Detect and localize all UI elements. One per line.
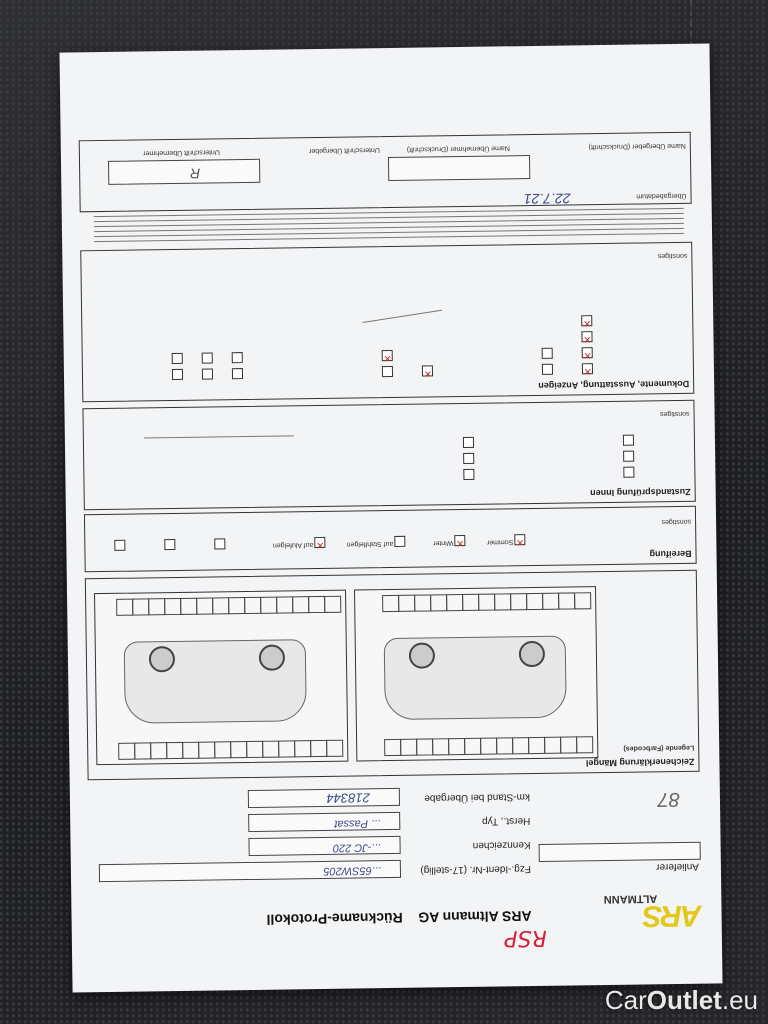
wheel-icon (518, 640, 546, 668)
anlieferer-label: Anlieferer (656, 860, 699, 873)
pen-stroke (362, 309, 442, 323)
kennzeichen-value: ...-JC 220 (332, 841, 381, 854)
tire-checkbox-sommer[interactable] (514, 534, 526, 546)
interior-section: Zustandsprüfung Innen sonstiges (82, 399, 696, 511)
car-sketch-left (383, 635, 567, 721)
interior-checkbox[interactable] (462, 436, 475, 448)
paper-sheet: ARS ALTMANN ARS Altmann AG Rückname-Prot… (59, 43, 723, 993)
signature-label-1: Name Übergeber (Druckschrift) (588, 141, 686, 151)
tire-checkbox-alu-2[interactable] (114, 539, 126, 551)
damage-cells-top-left[interactable] (384, 736, 594, 757)
return-protocol-form: ARS ALTMANN ARS Altmann AG Rückname-Prot… (78, 131, 702, 950)
tire-option-stahl: auf Stahlfelgen (346, 539, 394, 548)
doc-checkbox[interactable] (231, 352, 243, 364)
doc-checkbox[interactable] (201, 368, 214, 380)
legend-box: Legende (Farbcodes) (614, 744, 694, 752)
km-field[interactable] (247, 787, 401, 809)
doc-checkbox[interactable] (201, 352, 213, 364)
doc-checkbox[interactable] (581, 315, 593, 327)
damage-section: Zeichenerklärung Mängel Legende (Farbcod… (84, 569, 700, 781)
watermark-brand-a: Car (604, 985, 647, 1015)
watermark-brand-c: .eu (721, 985, 758, 1015)
doc-checkbox[interactable] (581, 347, 593, 359)
interior-section-title: Zustandsprüfung Innen (590, 486, 691, 499)
company-title: ARS Altmann AG (418, 908, 532, 926)
doc-checkbox[interactable] (581, 363, 594, 375)
interior-checkbox[interactable] (623, 466, 635, 478)
signature-date-label: Übergabedatum (636, 191, 687, 200)
tire-checkbox-winter-2[interactable] (164, 539, 176, 551)
km-label: km-Stand bei Übergabe (424, 791, 530, 804)
tire-option-winter: Winter (433, 539, 454, 547)
doc-checkbox[interactable] (171, 352, 183, 365)
caroutlet-watermark: CarOutlet.eu (605, 985, 758, 1016)
damage-cells-bottom-left[interactable] (382, 592, 592, 613)
signature-label-4: Unterschrift Übernehmer (143, 148, 220, 157)
tire-checkbox-alu[interactable] (314, 536, 326, 549)
car-diagram-left (353, 586, 599, 762)
wheel-icon (258, 644, 286, 671)
legend-title: Legende (Farbcodes) (623, 743, 695, 752)
wheel-icon (148, 646, 176, 673)
interior-other-label: sonstiges (659, 409, 690, 418)
damage-section-title: Zeichenerklärung Mängel (585, 756, 695, 769)
tire-checkbox-sommer-2[interactable] (214, 538, 226, 550)
tire-checkbox-stahl[interactable] (394, 535, 406, 547)
doc-checkbox[interactable] (381, 365, 394, 378)
interior-checkbox[interactable] (623, 450, 635, 462)
protocol-title: Rückname-Protokoll (266, 909, 403, 928)
signature-date: 22.7.21 (523, 190, 571, 208)
doc-checkbox[interactable] (421, 365, 434, 377)
tire-checkbox-winter[interactable] (454, 534, 466, 547)
doc-checkbox[interactable] (581, 331, 593, 343)
doc-checkbox[interactable] (381, 349, 393, 362)
tire-option-sommer: Sommer (486, 538, 514, 546)
car-sketch-right (123, 639, 307, 724)
corner-note: 87 (657, 787, 681, 811)
signature-initial: R (189, 165, 201, 182)
damage-cells-top-right[interactable] (118, 739, 344, 760)
tires-other-label: sonstiges (661, 517, 692, 526)
interior-checkbox[interactable] (463, 452, 475, 464)
signature-label-3: Unterschrift Übergeber (309, 146, 380, 155)
ars-logo: ARS ALTMANN (581, 888, 702, 934)
damage-cells-bottom-right[interactable] (116, 595, 342, 616)
form-header: ARS ALTMANN ARS Altmann AG Rückname-Prot… (91, 878, 702, 950)
hersteller-label: Herst., Typ (481, 815, 531, 827)
watermark-brand-b: Outlet (646, 985, 722, 1015)
doc-checkbox[interactable] (171, 368, 184, 381)
name-uebergeber-field[interactable] (387, 155, 531, 182)
interior-checkbox[interactable] (463, 468, 475, 480)
tires-section-title: Bereifung (649, 548, 692, 560)
documents-section-title: Dokumente, Ausstattung, Anzeigen (538, 378, 690, 391)
handwritten-stamp: RSP (504, 924, 548, 951)
interior-line (143, 435, 294, 439)
signature-section: Übergabedatum 22.7.21 R Name Übergeber (… (78, 131, 692, 213)
signature-field[interactable] (107, 158, 261, 185)
doc-checkbox[interactable] (231, 368, 244, 380)
car-diagram-right (94, 589, 349, 766)
documents-other-label: sonstiges (657, 251, 688, 260)
tire-option-alu: auf Alufelgen (272, 541, 314, 549)
hersteller-value: ... Passat (334, 817, 381, 830)
documents-section: Dokumente, Ausstattung, Anzeigen sonstig… (80, 241, 695, 403)
tires-section: Bereifung Sommer Winter auf Stahlfelgen … (83, 505, 697, 573)
doc-checkbox[interactable] (541, 347, 553, 359)
kennzeichen-label: Kennzeichen (472, 839, 531, 851)
logo-name: ALTMANN (603, 892, 658, 906)
doc-checkbox[interactable] (541, 363, 554, 375)
form-title: ARS Altmann AG Rückname-Protokoll (266, 908, 531, 928)
vin-label: Fzg.-Ident-Nr. (17-stellig) (420, 863, 531, 876)
vin-value: ...65SW205 (323, 864, 381, 877)
wheel-icon (408, 642, 436, 669)
interior-checkbox[interactable] (622, 434, 635, 446)
km-value: 218344 (326, 790, 371, 806)
anlieferer-field[interactable] (538, 841, 701, 862)
signature-label-2: Name Übernehmer (Druckschrift) (406, 144, 510, 153)
